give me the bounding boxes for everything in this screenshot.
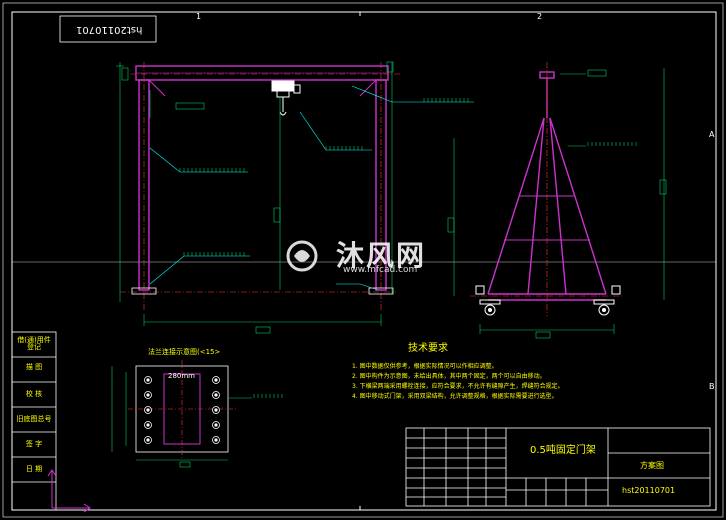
bolt-hole-center — [146, 378, 150, 382]
title-block-drawing-number: hst20110701 — [622, 486, 676, 495]
front-view-leader-ticks — [179, 98, 469, 256]
bolt-hole-center — [146, 438, 150, 442]
note-4: 4. 图中移动式门架，采用双梁结构，允许调整规格，根据实际需要进行选型。 — [352, 393, 558, 400]
zone-number-2: 2 — [537, 12, 543, 21]
bolt-hole — [212, 406, 220, 414]
bolt-hole-center — [146, 423, 150, 427]
title-block-drawing-type: 方案图 — [640, 461, 664, 470]
watermark-brand: 沐风网 — [336, 239, 427, 272]
bolt-hole-center — [214, 408, 218, 412]
zone-letter-b: B — [709, 382, 715, 391]
side-view-wheels — [475, 285, 621, 316]
bolt-hole-center — [214, 378, 218, 382]
technical-notes: 1. 图中数据仅供参考，根据实际情况可以作相应调整。 2. 图中构件为示意图，未… — [352, 364, 632, 404]
drawing-number-box — [59, 15, 157, 43]
bolt-hole — [144, 376, 152, 384]
flange-detail-dimension: 280mm — [168, 372, 195, 380]
zone-number-1: 1 — [196, 12, 202, 21]
bolt-hole — [144, 421, 152, 429]
side-view-dimensions — [447, 68, 667, 339]
side-view-leaders — [587, 142, 637, 146]
bolt-hole — [212, 436, 220, 444]
note-2: 2. 图中构件为示意图，未给出具体，其中两个固定，两个可以自由移动。 — [352, 373, 546, 380]
technical-requirements-title: 技术要求 — [408, 343, 448, 354]
note-3: 3. 下横梁两端采用螺栓连接，应符合要求，不允许有缝隙产生，焊缝符合规定。 — [352, 383, 564, 390]
title-block-title: 0.5吨固定门架 — [530, 445, 596, 456]
note-1: 1. 图中数据仅供参考，根据实际情况可以作相应调整。 — [352, 363, 498, 370]
watermark-url: www.mfcad.com — [343, 265, 418, 275]
bolt-hole — [144, 391, 152, 399]
side-panel-checking: 校 核 — [25, 390, 43, 398]
side-view-centerlines — [470, 62, 622, 316]
bolt-hole — [212, 376, 220, 384]
bolt-hole-center — [214, 423, 218, 427]
bolt-hole — [144, 436, 152, 444]
front-view-centerlines — [120, 62, 400, 312]
front-view-dimensions — [116, 61, 394, 334]
title-block-grid — [405, 427, 711, 507]
bolt-hole-center — [214, 438, 218, 442]
bolt-hole — [144, 406, 152, 414]
axis-arrow — [47, 469, 91, 513]
side-panel-signature: 签 字 — [25, 440, 43, 448]
side-panel-registration: 借(通)用件登记 — [17, 336, 51, 351]
bolt-hole-center — [146, 408, 150, 412]
drawing-number-top: hst20110701 — [76, 24, 143, 35]
bolt-hole-center — [214, 393, 218, 397]
bolt-hole — [212, 421, 220, 429]
bolt-hole-center — [146, 393, 150, 397]
watermark-logo — [286, 240, 318, 272]
bolt-hole — [212, 391, 220, 399]
side-panel-old-drawing-number: 旧底图总号 — [16, 415, 52, 423]
side-panel-date: 日 期 — [25, 465, 43, 473]
flange-detail-leader — [228, 394, 283, 399]
flange-detail-title: 法兰连接示意图(<15> — [148, 348, 221, 356]
zone-letter-a: A — [709, 130, 715, 139]
hoist-trolley — [271, 80, 301, 116]
flange-bolt-holes — [144, 376, 220, 444]
side-panel-tracing: 描 图 — [25, 363, 43, 371]
front-view-structure — [131, 65, 394, 295]
side-panel-grid — [11, 331, 57, 511]
side-view-structure — [487, 71, 607, 301]
